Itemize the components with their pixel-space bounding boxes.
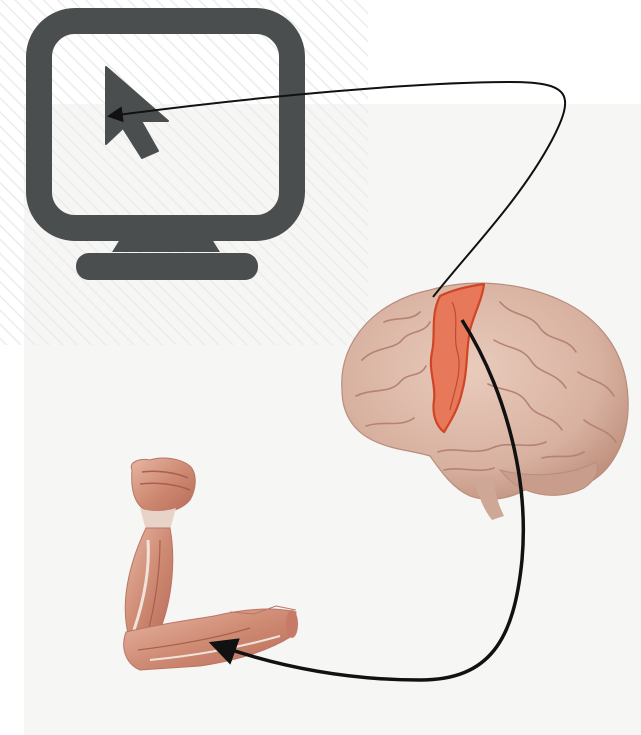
hatched-background: [0, 0, 368, 345]
